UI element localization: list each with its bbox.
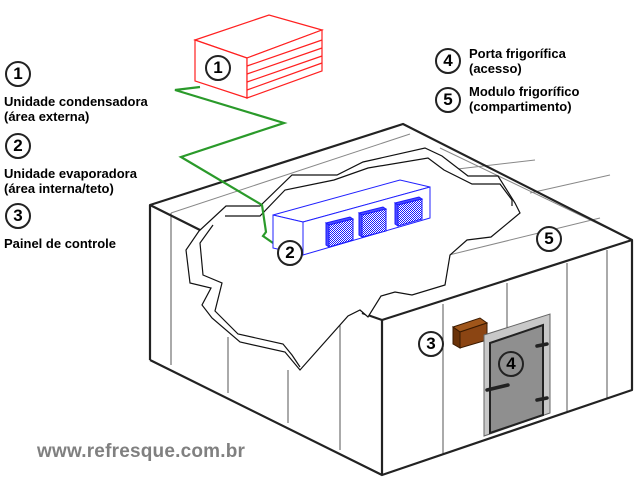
legend-line: (área externa) [4,109,90,124]
legend-label-door: Porta frigorífica (acesso) [469,46,566,76]
left-wall-seams [170,213,341,450]
legend-badge-5: 5 [435,87,461,113]
legend-badge-3: 3 [5,203,31,229]
callout-control-panel: 3 [418,331,444,357]
callout-evaporator: 2 [277,240,303,266]
legend-line: Painel de controle [4,236,116,251]
legend-label-module: Modulo frigorífico (compartimento) [469,84,579,114]
legend-line: Unidade evaporadora [4,166,137,181]
legend-label-control-panel: Painel de controle [4,236,116,251]
legend-label-evaporator: Unidade evaporadora (área interna/teto) [4,166,137,196]
evaporator-unit [272,179,431,256]
legend-line: (área interna/teto) [4,181,114,196]
callout-module: 5 [536,226,562,252]
door-hinges-handle [485,342,549,402]
roof-cutaway [185,147,521,371]
legend-line: Modulo frigorífico [469,84,580,99]
condenser-unit [193,14,324,99]
legend-badge-4: 4 [435,48,461,74]
door-leaf [489,323,544,435]
refrigerant-pipe [174,85,288,244]
legend-line: (compartimento) [469,99,572,114]
cold-room-module [148,122,634,477]
cold-room-door [483,313,551,437]
legend-label-condenser: Unidade condensadora (área externa) [4,94,148,124]
callout-condenser: 1 [205,55,231,81]
callout-door: 4 [498,351,524,377]
evaporator-fans [324,196,424,248]
website-watermark: www.refresque.com.br [37,441,246,462]
legend-line: Porta frigorífica [469,46,566,61]
legend-badge-2: 2 [5,133,31,159]
front-wall-seams [442,250,608,455]
control-panel [451,317,489,349]
legend-badge-1: 1 [5,61,31,87]
legend-line: Unidade condensadora [4,94,148,109]
legend-line: (acesso) [469,61,522,76]
